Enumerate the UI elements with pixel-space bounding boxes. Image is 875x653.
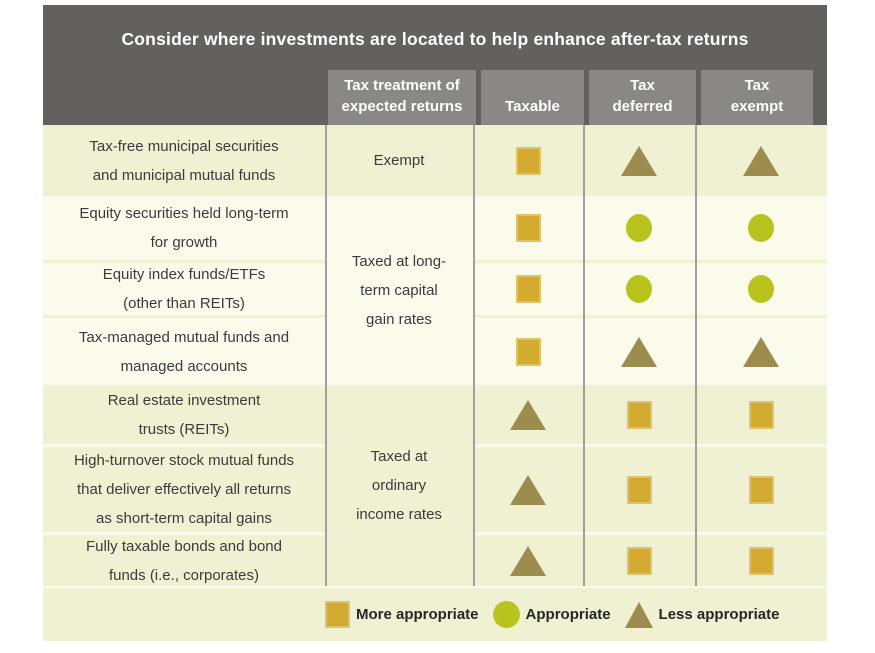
rating-cell-deferred bbox=[583, 385, 695, 444]
legend-label: Less appropriate bbox=[658, 606, 780, 623]
rating-symbol bbox=[626, 275, 652, 303]
table-header-banner: Consider where investments are located t… bbox=[43, 5, 827, 125]
investment-name: High-turnover stock mutual funds that de… bbox=[43, 444, 325, 532]
tax-treatment-cell: Exempt bbox=[373, 152, 425, 169]
investment-name: Tax-free municipal securities and munici… bbox=[89, 137, 279, 184]
investment-name: Equity index funds/ETFs (other than REIT… bbox=[43, 260, 325, 315]
triangle-icon bbox=[624, 601, 653, 628]
rating-cell-taxable bbox=[473, 444, 583, 532]
rating-symbol bbox=[626, 475, 652, 504]
legend-item-less-appropriate: Less appropriate bbox=[624, 601, 780, 628]
rating-cell-deferred bbox=[583, 196, 695, 260]
circle-icon bbox=[492, 601, 520, 628]
rating-symbol bbox=[748, 546, 774, 575]
rating-cell-exempt bbox=[695, 444, 827, 532]
rating-cell-exempt bbox=[695, 315, 827, 385]
legend: More appropriate Appropriate Less approp… bbox=[43, 586, 827, 641]
rating-cell-taxable bbox=[473, 260, 583, 315]
rating-symbol bbox=[515, 146, 541, 175]
rating-symbol bbox=[626, 546, 652, 575]
tax-treatment-cell: Taxed at ordinary income rates bbox=[356, 448, 442, 523]
column-header-taxable: Taxable bbox=[481, 70, 584, 125]
legend-label: Appropriate bbox=[525, 606, 611, 623]
investment-name: Tax-managed mutual funds and managed acc… bbox=[43, 315, 325, 385]
rating-cell-deferred bbox=[583, 532, 695, 586]
rating-symbol bbox=[743, 145, 779, 176]
column-divider bbox=[325, 125, 327, 586]
square-icon bbox=[325, 601, 350, 628]
rating-cell-deferred bbox=[583, 315, 695, 385]
legend-item-appropriate: Appropriate bbox=[492, 601, 611, 628]
rating-symbol bbox=[515, 214, 541, 242]
investment-name: Real estate investment trusts (REITs) bbox=[107, 391, 261, 438]
rating-symbol bbox=[748, 275, 774, 303]
section-ordinary-income: Real estate investment trusts (REITs) Ta… bbox=[43, 385, 827, 586]
rating-cell-deferred bbox=[583, 125, 695, 196]
rating-cell-exempt bbox=[695, 532, 827, 586]
rating-symbol bbox=[743, 336, 779, 367]
rating-cell-exempt bbox=[695, 196, 827, 260]
rating-cell-taxable bbox=[473, 196, 583, 260]
rating-symbol bbox=[626, 214, 652, 242]
rating-symbol bbox=[748, 475, 774, 504]
investment-location-table: Consider where investments are located t… bbox=[43, 5, 827, 641]
page-title: Consider where investments are located t… bbox=[121, 29, 749, 49]
rating-symbol bbox=[510, 545, 546, 576]
column-divider bbox=[695, 125, 697, 586]
section-long-term-gains: Equity securities held long-term for gro… bbox=[43, 196, 827, 385]
rating-symbol bbox=[621, 145, 657, 176]
investment-name: Equity securities held long-term for gro… bbox=[79, 205, 289, 251]
investment-name: Fully taxable bonds and bond funds (i.e.… bbox=[43, 532, 325, 586]
rating-symbol bbox=[621, 336, 657, 367]
rating-cell-taxable bbox=[473, 125, 583, 196]
rating-symbol bbox=[748, 214, 774, 242]
legend-label: More appropriate bbox=[356, 606, 479, 623]
column-divider bbox=[473, 125, 475, 586]
rating-symbol bbox=[748, 400, 774, 429]
column-header-tax-exempt: Tax exempt bbox=[701, 70, 813, 125]
rating-cell-taxable bbox=[473, 532, 583, 586]
rating-cell-exempt bbox=[695, 260, 827, 315]
legend-item-more-appropriate: More appropriate bbox=[325, 601, 479, 628]
rating-cell-taxable bbox=[473, 315, 583, 385]
tax-treatment-cell: Taxed at long- term capital gain rates bbox=[351, 253, 447, 328]
column-divider bbox=[583, 125, 585, 586]
column-header-tax-treatment: Tax treatment of expected returns bbox=[328, 70, 476, 125]
rating-cell-deferred bbox=[583, 260, 695, 315]
rating-symbol bbox=[510, 474, 546, 505]
section-exempt: Tax-free municipal securities and munici… bbox=[43, 125, 827, 196]
rating-symbol bbox=[510, 399, 546, 430]
rating-symbol bbox=[626, 400, 652, 429]
rating-cell-exempt bbox=[695, 385, 827, 444]
rating-symbol bbox=[515, 275, 541, 303]
rating-symbol bbox=[515, 337, 541, 366]
rating-cell-deferred bbox=[583, 444, 695, 532]
column-header-tax-deferred: Tax deferred bbox=[589, 70, 696, 125]
rating-cell-taxable bbox=[473, 385, 583, 444]
rating-cell-exempt bbox=[695, 125, 827, 196]
